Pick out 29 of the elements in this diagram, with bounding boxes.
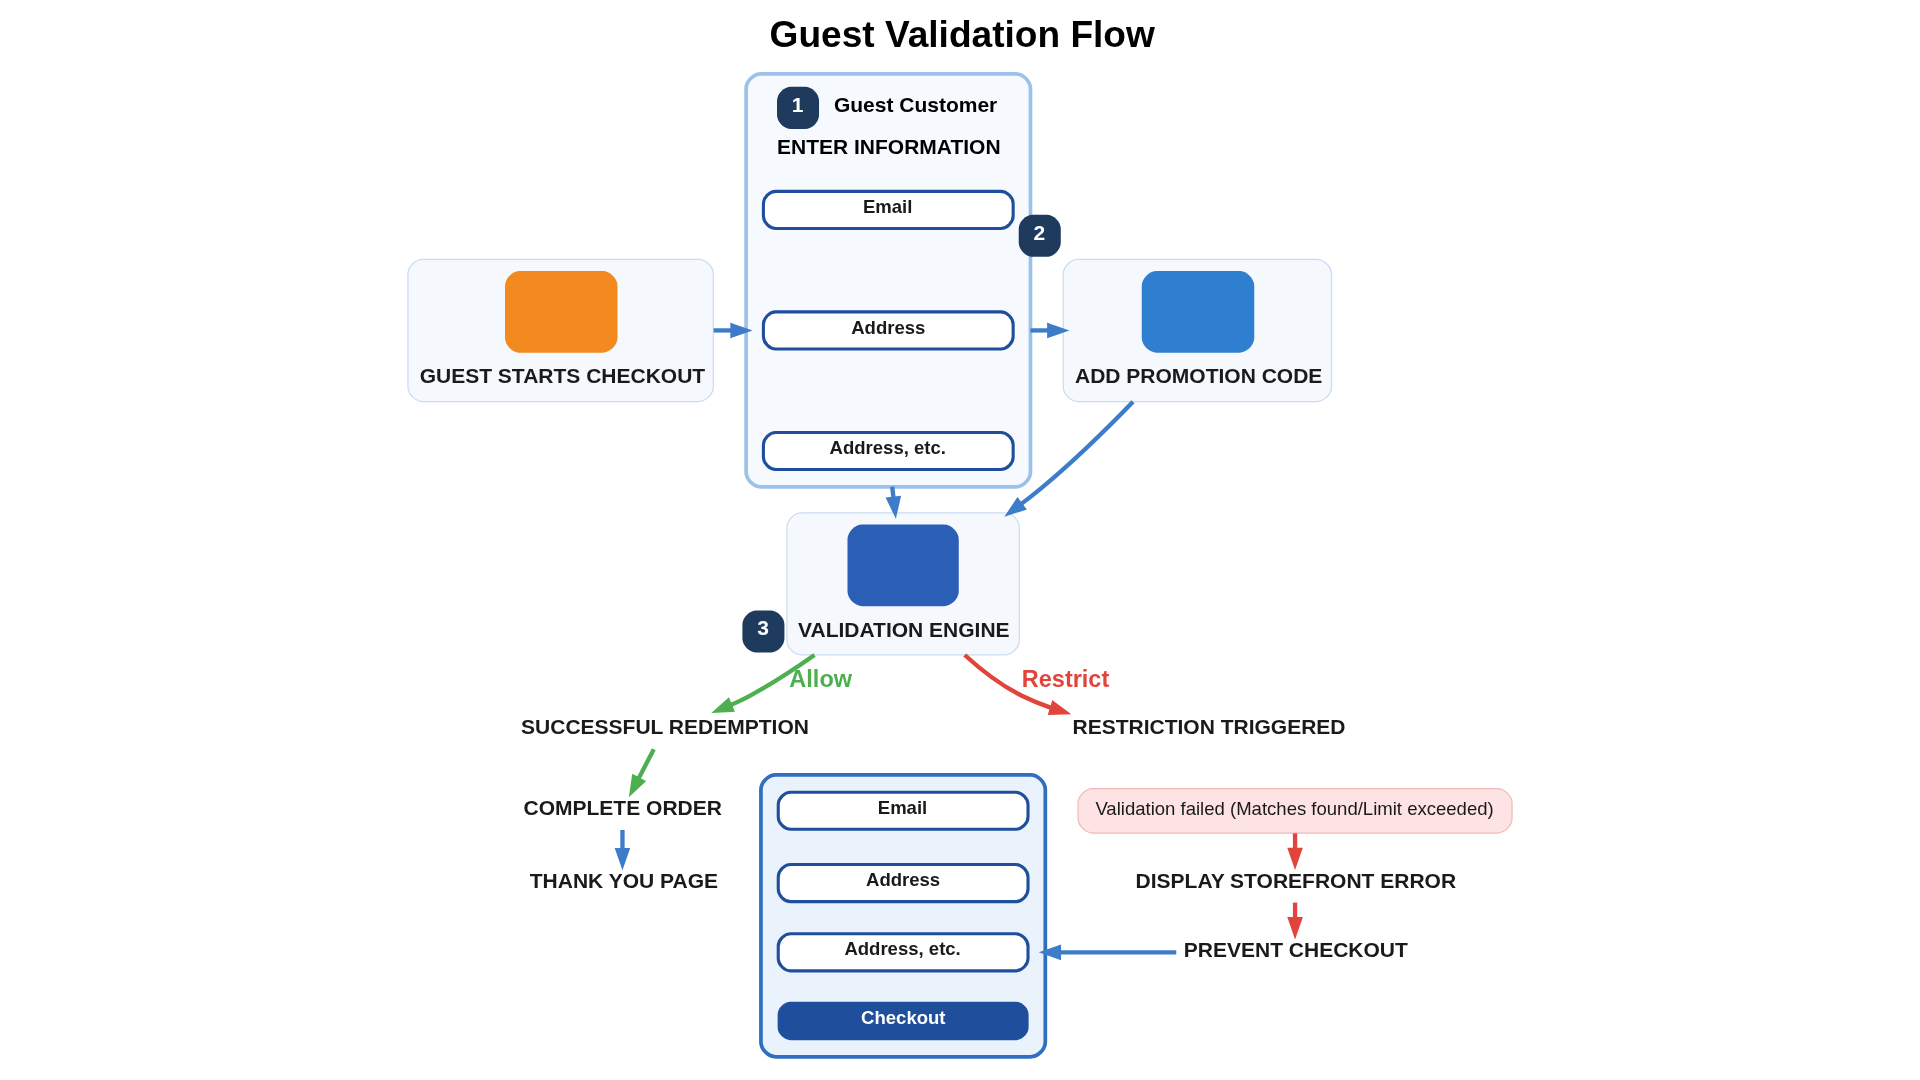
node-label: 2 bbox=[1033, 220, 1046, 244]
node-text: PREVENT CHECKOUT bbox=[1183, 937, 1408, 961]
cluster bbox=[759, 773, 1048, 1059]
node-box: Checkout bbox=[777, 1001, 1029, 1041]
arrow bbox=[713, 322, 753, 339]
node-box: Email bbox=[761, 189, 1015, 230]
arrow bbox=[1038, 944, 1177, 961]
node-box: Address, etc. bbox=[776, 932, 1030, 973]
node-text: COMPLETE ORDER bbox=[523, 796, 722, 820]
node-box: Address, etc. bbox=[761, 430, 1015, 472]
node-text: SUCCESSFUL REDEMPTION bbox=[521, 715, 809, 739]
node-label: 1 bbox=[791, 92, 804, 116]
arrow bbox=[711, 653, 816, 714]
node-box: Validation failed (Matches found/Limit exceeded) bbox=[1077, 787, 1513, 834]
arrow bbox=[1004, 400, 1135, 517]
node-text: DISPLAY STOREFRONT ERROR bbox=[1135, 868, 1457, 892]
diagram-title: Guest Validation Flow bbox=[769, 12, 1155, 55]
node-box: Address bbox=[776, 863, 1030, 904]
arrow bbox=[614, 830, 631, 871]
node-text: THANK YOU PAGE bbox=[529, 868, 718, 892]
arrow bbox=[963, 653, 1072, 715]
arrow bbox=[1030, 322, 1070, 339]
node-box: Email bbox=[776, 790, 1030, 831]
edge-label: Allow bbox=[789, 666, 852, 693]
arrow bbox=[628, 748, 656, 798]
edge-label: Restrict bbox=[1021, 666, 1110, 693]
node-box: Address bbox=[761, 310, 1015, 351]
node-text: RESTRICTION TRIGGERED bbox=[1072, 715, 1346, 739]
node-label: 3 bbox=[757, 616, 769, 640]
